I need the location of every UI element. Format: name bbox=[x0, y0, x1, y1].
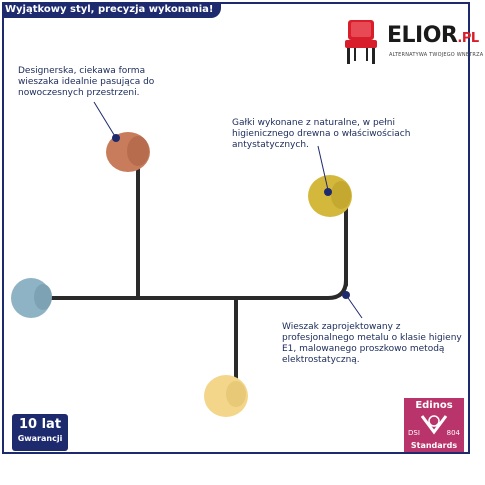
certificate-check-icon bbox=[420, 415, 448, 435]
callout-design: Designerska, ciekawa forma wieszaka idea… bbox=[18, 66, 155, 98]
metal-frame bbox=[42, 158, 348, 390]
knob-cream bbox=[204, 375, 248, 417]
edinos-certificate: Edinos DSI 804 Standards bbox=[404, 398, 464, 452]
brand-tagline: ALTERNATYWA TWOJEGO WNĘTRZA bbox=[389, 52, 484, 58]
chair-icon bbox=[345, 20, 377, 64]
warranty-label: Gwarancji bbox=[17, 434, 63, 443]
knob-terracotta bbox=[106, 132, 150, 172]
knob-mustard bbox=[308, 175, 352, 217]
callout-line-metal bbox=[345, 294, 363, 319]
callout-lines bbox=[93, 101, 363, 319]
certificate-name: Edinos bbox=[415, 400, 453, 411]
brand-name: ELIOR.PL bbox=[387, 23, 479, 48]
callout-knobs: Gałki wykonane z naturalne, w pełni higi… bbox=[232, 118, 411, 150]
certificate-right: 804 bbox=[446, 429, 460, 437]
callout-dot-metal bbox=[342, 291, 350, 299]
warranty-years: 10 lat bbox=[18, 417, 62, 432]
certificate-standard: Standards bbox=[410, 441, 458, 450]
callout-dot-design bbox=[112, 134, 120, 142]
knob-blue bbox=[11, 278, 52, 318]
callout-dot-knobs bbox=[324, 188, 332, 196]
brand-logo[interactable]: ELIOR.PL ALTERNATYWA TWOJEGO WNĘTRZA bbox=[342, 18, 483, 68]
page-frame bbox=[2, 2, 470, 454]
callout-line-knobs bbox=[317, 145, 329, 191]
warranty-badge: 10 lat Gwarancji bbox=[12, 414, 68, 451]
horizontal-bar bbox=[42, 278, 348, 300]
certificate-left: DSI bbox=[408, 429, 420, 437]
callout-line-design bbox=[93, 101, 117, 139]
header-title: Wyjątkowy styl, precyzja wykonania! bbox=[2, 2, 222, 18]
callout-metal: Wieszak zaprojektowany z profesjonalnego… bbox=[282, 322, 462, 365]
